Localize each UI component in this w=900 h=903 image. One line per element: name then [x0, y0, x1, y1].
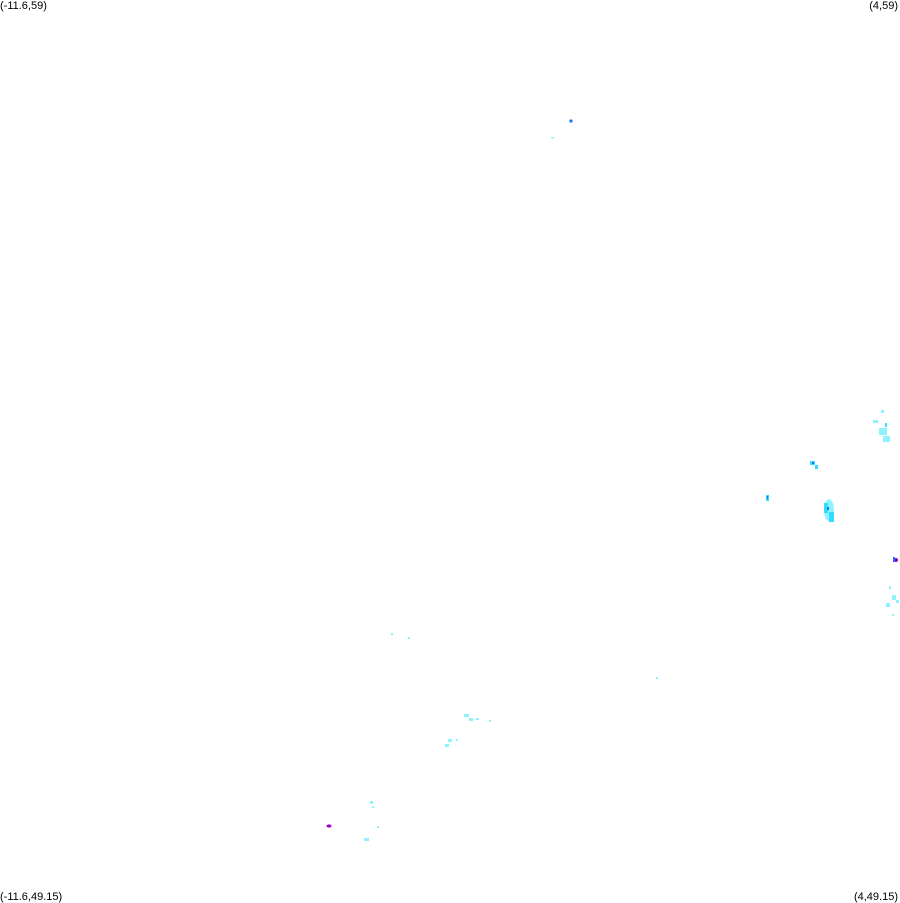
- echo-cell: [767, 496, 768, 499]
- echo-cell: [326, 824, 332, 828]
- echo-north: [551, 119, 573, 139]
- echo-cell: [551, 137, 554, 139]
- echo-cell: [476, 718, 479, 720]
- echo-cell: [377, 826, 379, 828]
- echo-cell: [569, 119, 573, 123]
- echo-cell: [892, 614, 894, 616]
- echo-cell: [889, 586, 891, 589]
- echo-cell: [445, 744, 449, 747]
- top-left-coordinate: (-11.6,59): [0, 0, 47, 12]
- echo-cell: [873, 420, 878, 423]
- echo-cell: [364, 838, 369, 841]
- top-right-coordinate: (4,59): [869, 0, 898, 12]
- echo-cell: [893, 557, 895, 562]
- echo-cell: [892, 595, 896, 600]
- echo-east-cluster: [766, 410, 899, 616]
- echo-cell: [456, 739, 458, 741]
- echo-cell: [824, 503, 828, 513]
- echo-cell: [827, 507, 829, 510]
- echo-cell: [829, 512, 834, 522]
- echo-cell: [469, 718, 473, 721]
- echo-cell: [896, 600, 899, 603]
- echo-cell: [812, 462, 814, 464]
- echo-cell: [372, 806, 374, 808]
- echo-cell: [885, 423, 887, 427]
- echo-cell: [886, 603, 890, 607]
- echo-cell: [656, 677, 658, 679]
- echo-cell: [489, 720, 491, 722]
- echo-cell: [391, 633, 393, 635]
- bottom-right-coordinate: (4,49.15): [853, 891, 898, 903]
- echo-cell: [879, 428, 887, 435]
- echo-southwest-cluster: [326, 714, 491, 841]
- echo-cell: [370, 801, 373, 804]
- echo-cell: [815, 465, 818, 469]
- echo-cell: [464, 714, 469, 717]
- echo-cell: [448, 739, 452, 742]
- echo-central: [391, 633, 658, 679]
- echo-cell: [881, 410, 884, 413]
- echo-cell: [408, 637, 410, 639]
- echo-cell: [883, 436, 890, 442]
- bottom-left-coordinate: (-11.6,49.15): [0, 891, 63, 903]
